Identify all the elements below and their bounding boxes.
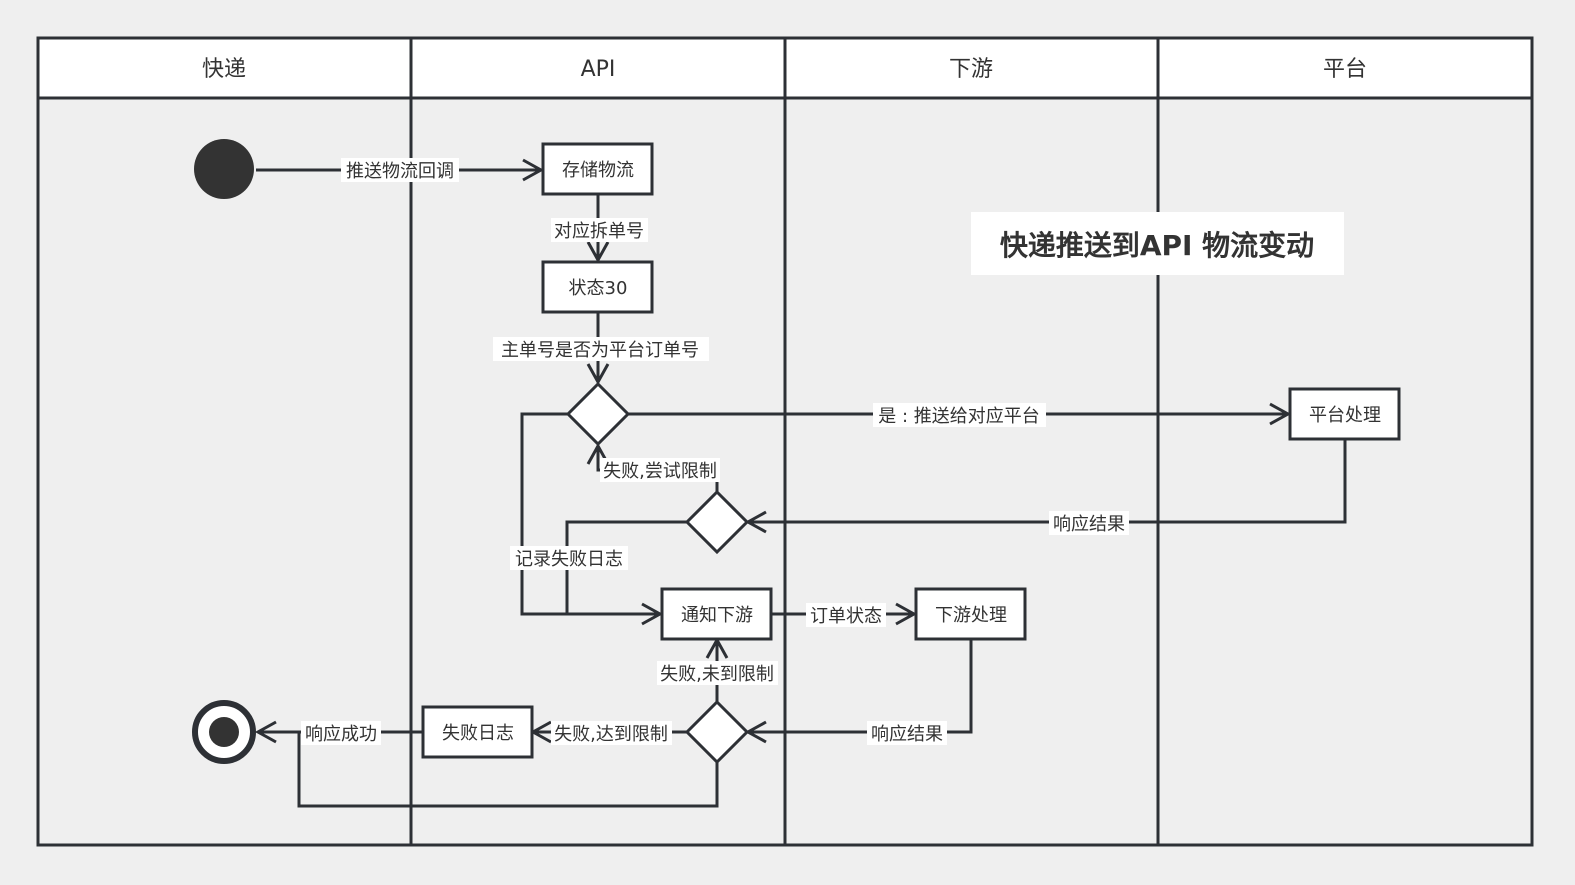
edge-platform-response: [744, 440, 1347, 534]
label-is-platform-order: 主单号是否为平台订单号: [501, 340, 699, 361]
node-notify-label: 通知下游: [681, 605, 753, 626]
node-platform-process[interactable]: 平台处理: [1288, 387, 1401, 441]
swimlane-frame: 快递 API 下游 平台: [36, 36, 1534, 847]
label-platform-response: 响应结果: [1053, 514, 1125, 535]
node-platform-process-label: 平台处理: [1309, 405, 1381, 426]
decision-node-platform-result[interactable]: [684, 489, 750, 555]
edge-downstream-response: [744, 640, 973, 744]
node-downstream-process[interactable]: 下游处理: [914, 587, 1027, 641]
lane-title-platform: 平台: [1323, 57, 1367, 82]
label-downstream-response: 响应结果: [871, 724, 943, 745]
final-node[interactable]: [192, 700, 256, 764]
diagram-title: 快递推送到API 物流变动: [1000, 229, 1314, 262]
edge-record-fail-log: [520, 412, 664, 626]
node-fail-log-label: 失败日志: [442, 723, 514, 744]
decision-node-downstream-result[interactable]: [684, 699, 750, 765]
node-notify-downstream[interactable]: 通知下游: [660, 587, 773, 641]
diagram-title-box: [971, 212, 1344, 275]
label-split-no: 对应拆单号: [554, 221, 644, 242]
node-fail-log[interactable]: 失败日志: [421, 705, 534, 759]
node-store-label: 存储物流: [562, 160, 634, 181]
label-fail-not-limit: 失败,未到限制: [660, 664, 774, 685]
label-record-fail-log: 记录失败日志: [515, 549, 623, 570]
edge-decision3-loop: [297, 732, 719, 808]
node-store[interactable]: 存储物流: [541, 142, 654, 196]
node-status30-label: 状态30: [569, 278, 628, 299]
edge-labels: 推送物流回调 对应拆单号 主单号是否为平台订单号 是 : 推送给对应平台 响应结…: [301, 158, 1129, 745]
lane-title-api: API: [581, 57, 616, 82]
label-yes-push-platform: 是 : 推送给对应平台: [878, 406, 1040, 427]
label-response-success: 响应成功: [305, 724, 377, 745]
lane-title-downstream: 下游: [949, 57, 993, 82]
decision-node-platform-order[interactable]: [565, 381, 631, 447]
label-push-callback: 推送物流回调: [346, 161, 454, 182]
initial-node[interactable]: [194, 139, 254, 199]
label-fail-retry: 失败,尝试限制: [603, 461, 717, 482]
lane-title-express: 快递: [202, 57, 246, 82]
node-status30[interactable]: 状态30: [541, 260, 654, 314]
node-downstream-process-label: 下游处理: [935, 605, 1007, 626]
label-fail-reach-limit: 失败,达到限制: [554, 724, 668, 745]
label-order-status: 订单状态: [810, 606, 882, 627]
edge-decision2-loop: [565, 520, 687, 614]
